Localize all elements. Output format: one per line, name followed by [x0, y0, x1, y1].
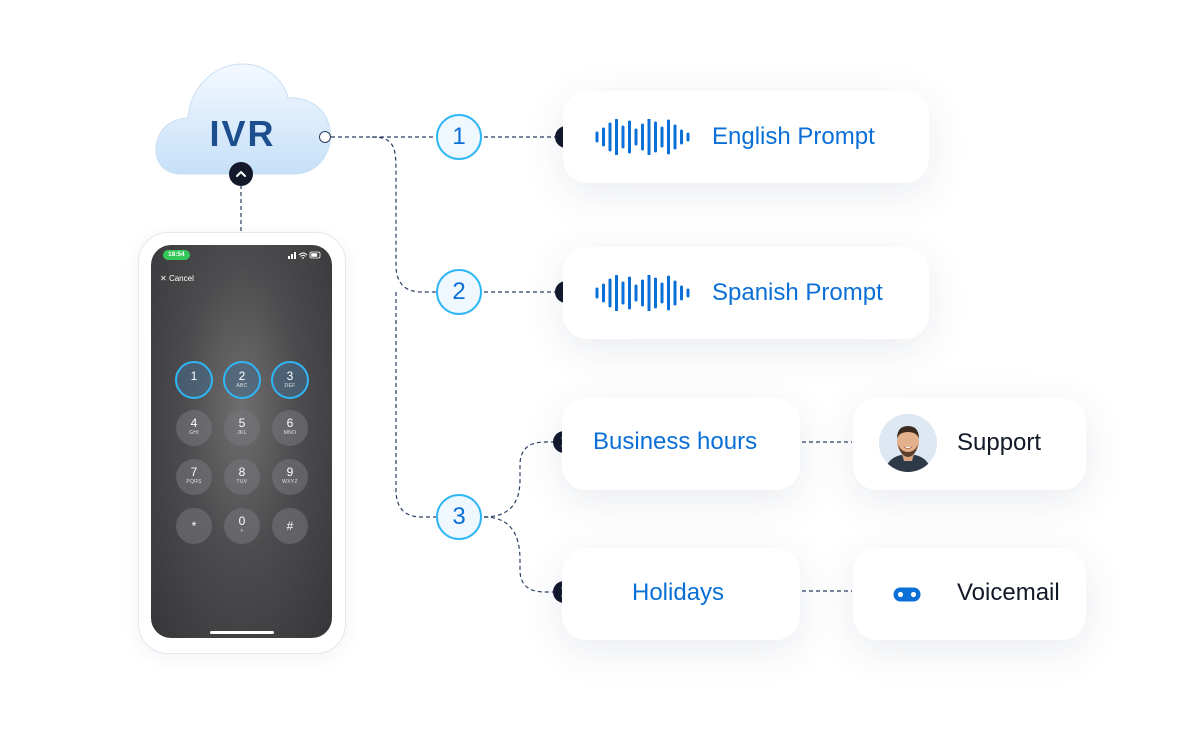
dial-key-digit: * — [191, 519, 197, 533]
support-label: Support — [957, 429, 1042, 456]
cancel-button[interactable]: ✕ Cancel — [160, 274, 194, 283]
spanish-prompt-card[interactable]: Spanish Prompt — [563, 247, 929, 339]
audio-wave-icon — [595, 119, 690, 155]
voicemail-icon — [879, 566, 935, 622]
dial-key-digit: 4 — [190, 416, 198, 430]
close-icon: ✕ — [160, 274, 167, 283]
dial-key-letters: ABC — [236, 383, 248, 389]
dial-key-0[interactable]: 0+ — [224, 508, 260, 544]
audio-wave-icon — [595, 275, 690, 311]
option-2-badge[interactable]: 2 — [436, 269, 482, 315]
english-prompt-label: English Prompt — [712, 123, 875, 150]
dial-key-letters: MNO — [283, 430, 297, 436]
dial-key-digit: 6 — [286, 416, 294, 430]
dial-key-digit: 5 — [238, 416, 246, 430]
chevron-up-icon[interactable] — [229, 162, 253, 186]
dial-key-digit: 9 — [286, 465, 294, 479]
spanish-prompt-label: Spanish Prompt — [712, 279, 883, 306]
english-prompt-card[interactable]: English Prompt — [563, 91, 929, 183]
option-3-badge[interactable]: 3 — [436, 494, 482, 540]
ivr-output-port — [319, 131, 331, 143]
dial-key-digit: 7 — [190, 465, 198, 479]
home-indicator — [210, 631, 274, 634]
business-hours-label: Business hours — [593, 428, 758, 455]
support-agent-avatar — [879, 414, 937, 472]
dial-key-letters: PQRS — [186, 479, 202, 485]
dial-key-digit: 2 — [238, 369, 246, 383]
cancel-label: Cancel — [168, 274, 194, 283]
dial-key-digit: 1 — [190, 369, 198, 383]
dial-key-letters: WXYZ — [282, 479, 298, 485]
dial-key-letters: + — [240, 528, 244, 534]
holidays-label: Holidays — [632, 579, 725, 606]
ivr-cloud — [155, 63, 331, 175]
status-icons — [288, 251, 321, 259]
dial-key-digit: 0 — [238, 514, 246, 528]
dial-key-digit: 8 — [238, 465, 246, 479]
voicemail-label: Voicemail — [957, 579, 1060, 606]
option-1-badge[interactable]: 1 — [436, 114, 482, 160]
dial-key-letters: DEF — [284, 383, 296, 389]
dial-key-letters: JKL — [237, 430, 247, 436]
dial-key-letters: TUV — [236, 479, 248, 485]
dial-key-star[interactable]: * — [176, 508, 212, 544]
dial-key-hash[interactable]: # — [272, 508, 308, 544]
holidays-card[interactable]: Holidays — [562, 548, 800, 640]
business-hours-card[interactable]: Business hours — [562, 398, 800, 490]
dial-key-1[interactable]: 1 — [175, 361, 213, 399]
ivr-title: IVR — [209, 113, 276, 154]
dial-key-letters: GHI — [189, 430, 199, 436]
status-time: 18:54 — [163, 250, 190, 260]
dial-key-digit: # — [286, 519, 294, 533]
dial-key-digit: 3 — [286, 369, 294, 383]
